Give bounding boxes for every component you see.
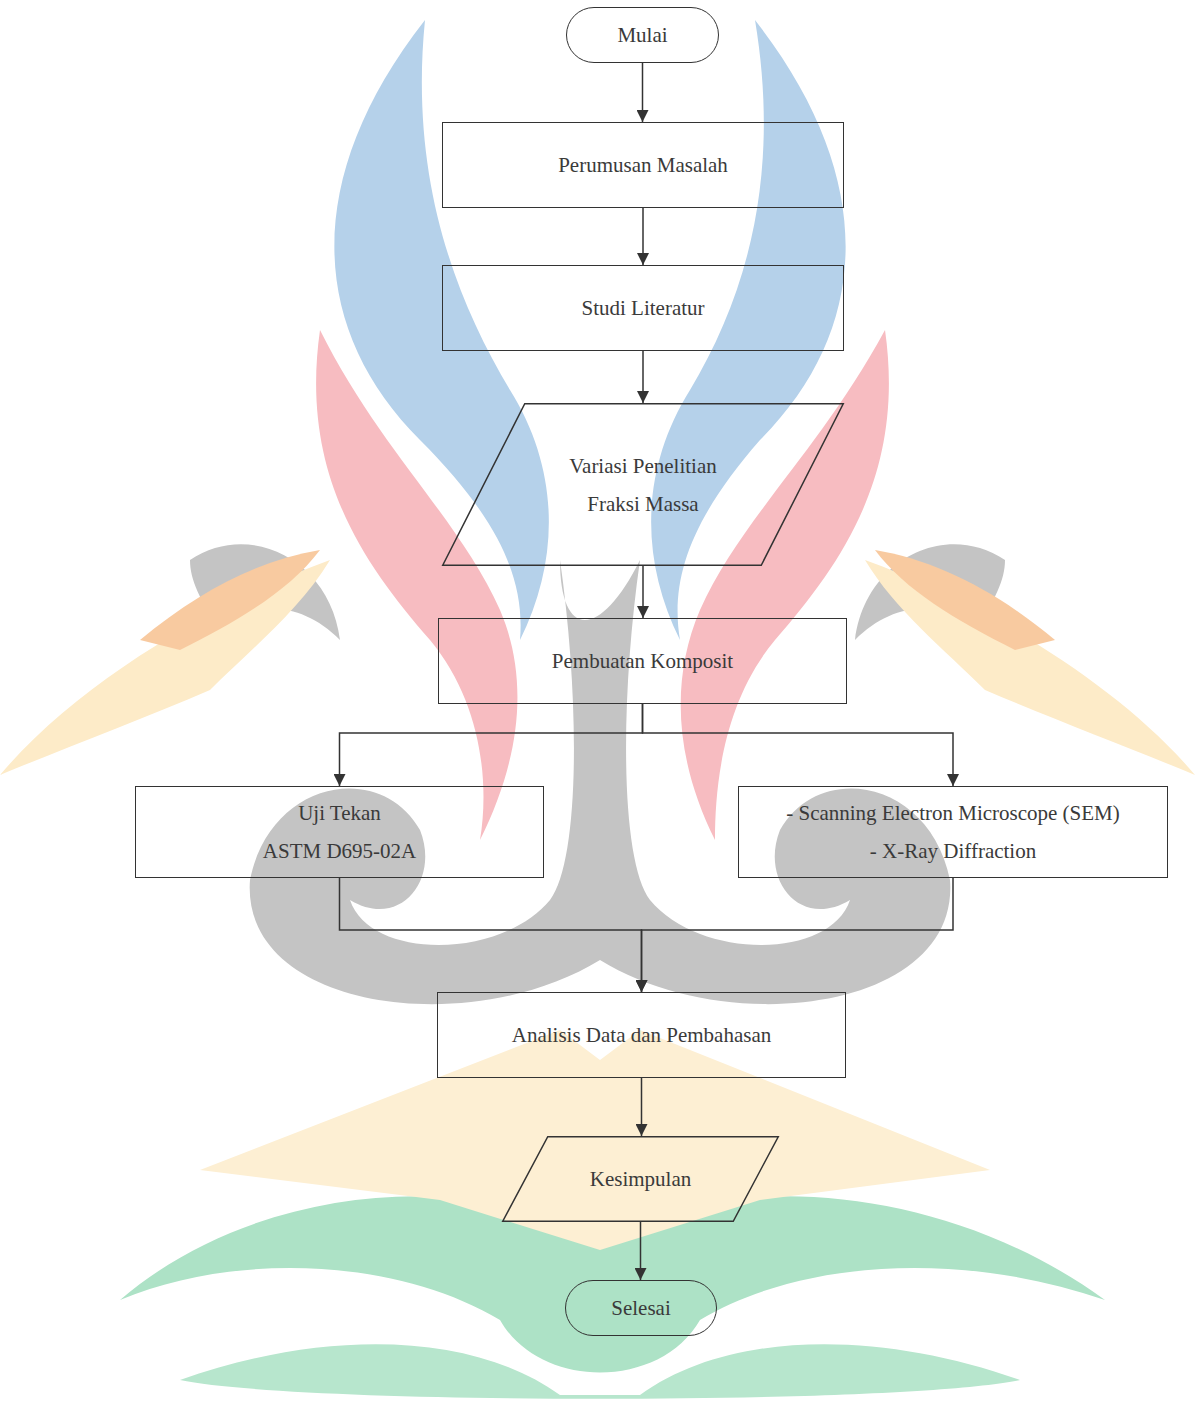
process-box: Studi Literatur xyxy=(442,265,844,351)
process-box: Perumusan Masalah xyxy=(442,122,844,208)
node-label: ASTM D695-02A xyxy=(263,832,416,870)
flow-arrow xyxy=(642,63,644,122)
beak-shape xyxy=(865,560,1195,775)
flow-arrow xyxy=(642,208,644,265)
flow-arrow xyxy=(641,1078,643,1136)
flow-arrow xyxy=(643,704,954,786)
input-parallelogram: Variasi Penelitian Fraksi Massa xyxy=(442,403,844,566)
node-label: Pembuatan Komposit xyxy=(552,642,733,680)
node-label: Mulai xyxy=(617,16,667,54)
beak-shape xyxy=(140,550,320,650)
process-box: - Scanning Electron Microscope (SEM)- X-… xyxy=(738,786,1168,878)
node-label: Variasi Penelitian Fraksi Massa xyxy=(548,447,738,523)
leaf-shape xyxy=(180,1344,1020,1399)
process-box: Analisis Data dan Pembahasan xyxy=(437,992,846,1078)
output-parallelogram: Kesimpulan xyxy=(502,1136,779,1222)
terminator: Mulai xyxy=(566,7,719,63)
node-label: Kesimpulan xyxy=(590,1160,691,1198)
process-box: Uji TekanASTM D695-02A xyxy=(135,786,544,878)
beak-shape xyxy=(0,560,330,775)
node-label: - X-Ray Diffraction xyxy=(870,832,1036,870)
flow-arrow xyxy=(340,704,643,786)
node-label: Studi Literatur xyxy=(581,289,704,327)
parallelogram-outline xyxy=(503,1137,779,1222)
node-label: Analisis Data dan Pembahasan xyxy=(512,1016,772,1054)
flame-shape xyxy=(651,20,845,640)
node-label: Perumusan Masalah xyxy=(558,146,728,184)
flow-arrow xyxy=(340,878,642,992)
flow-arrow xyxy=(642,878,954,992)
flow-arrow xyxy=(640,1222,642,1280)
terminator: Selesai xyxy=(565,1280,717,1336)
beak-shape xyxy=(875,550,1055,650)
node-label: - Scanning Electron Microscope (SEM) xyxy=(786,794,1120,832)
parallelogram-outline xyxy=(442,403,844,566)
node-label: Uji Tekan xyxy=(298,794,381,832)
book-shape xyxy=(200,1030,990,1250)
swirl-shape xyxy=(250,560,951,1004)
flow-arrow xyxy=(642,351,644,403)
node-label: Selesai xyxy=(611,1289,670,1327)
process-box: Pembuatan Komposit xyxy=(438,618,847,704)
flow-arrow xyxy=(642,566,644,618)
parallelogram-outline xyxy=(443,404,844,566)
